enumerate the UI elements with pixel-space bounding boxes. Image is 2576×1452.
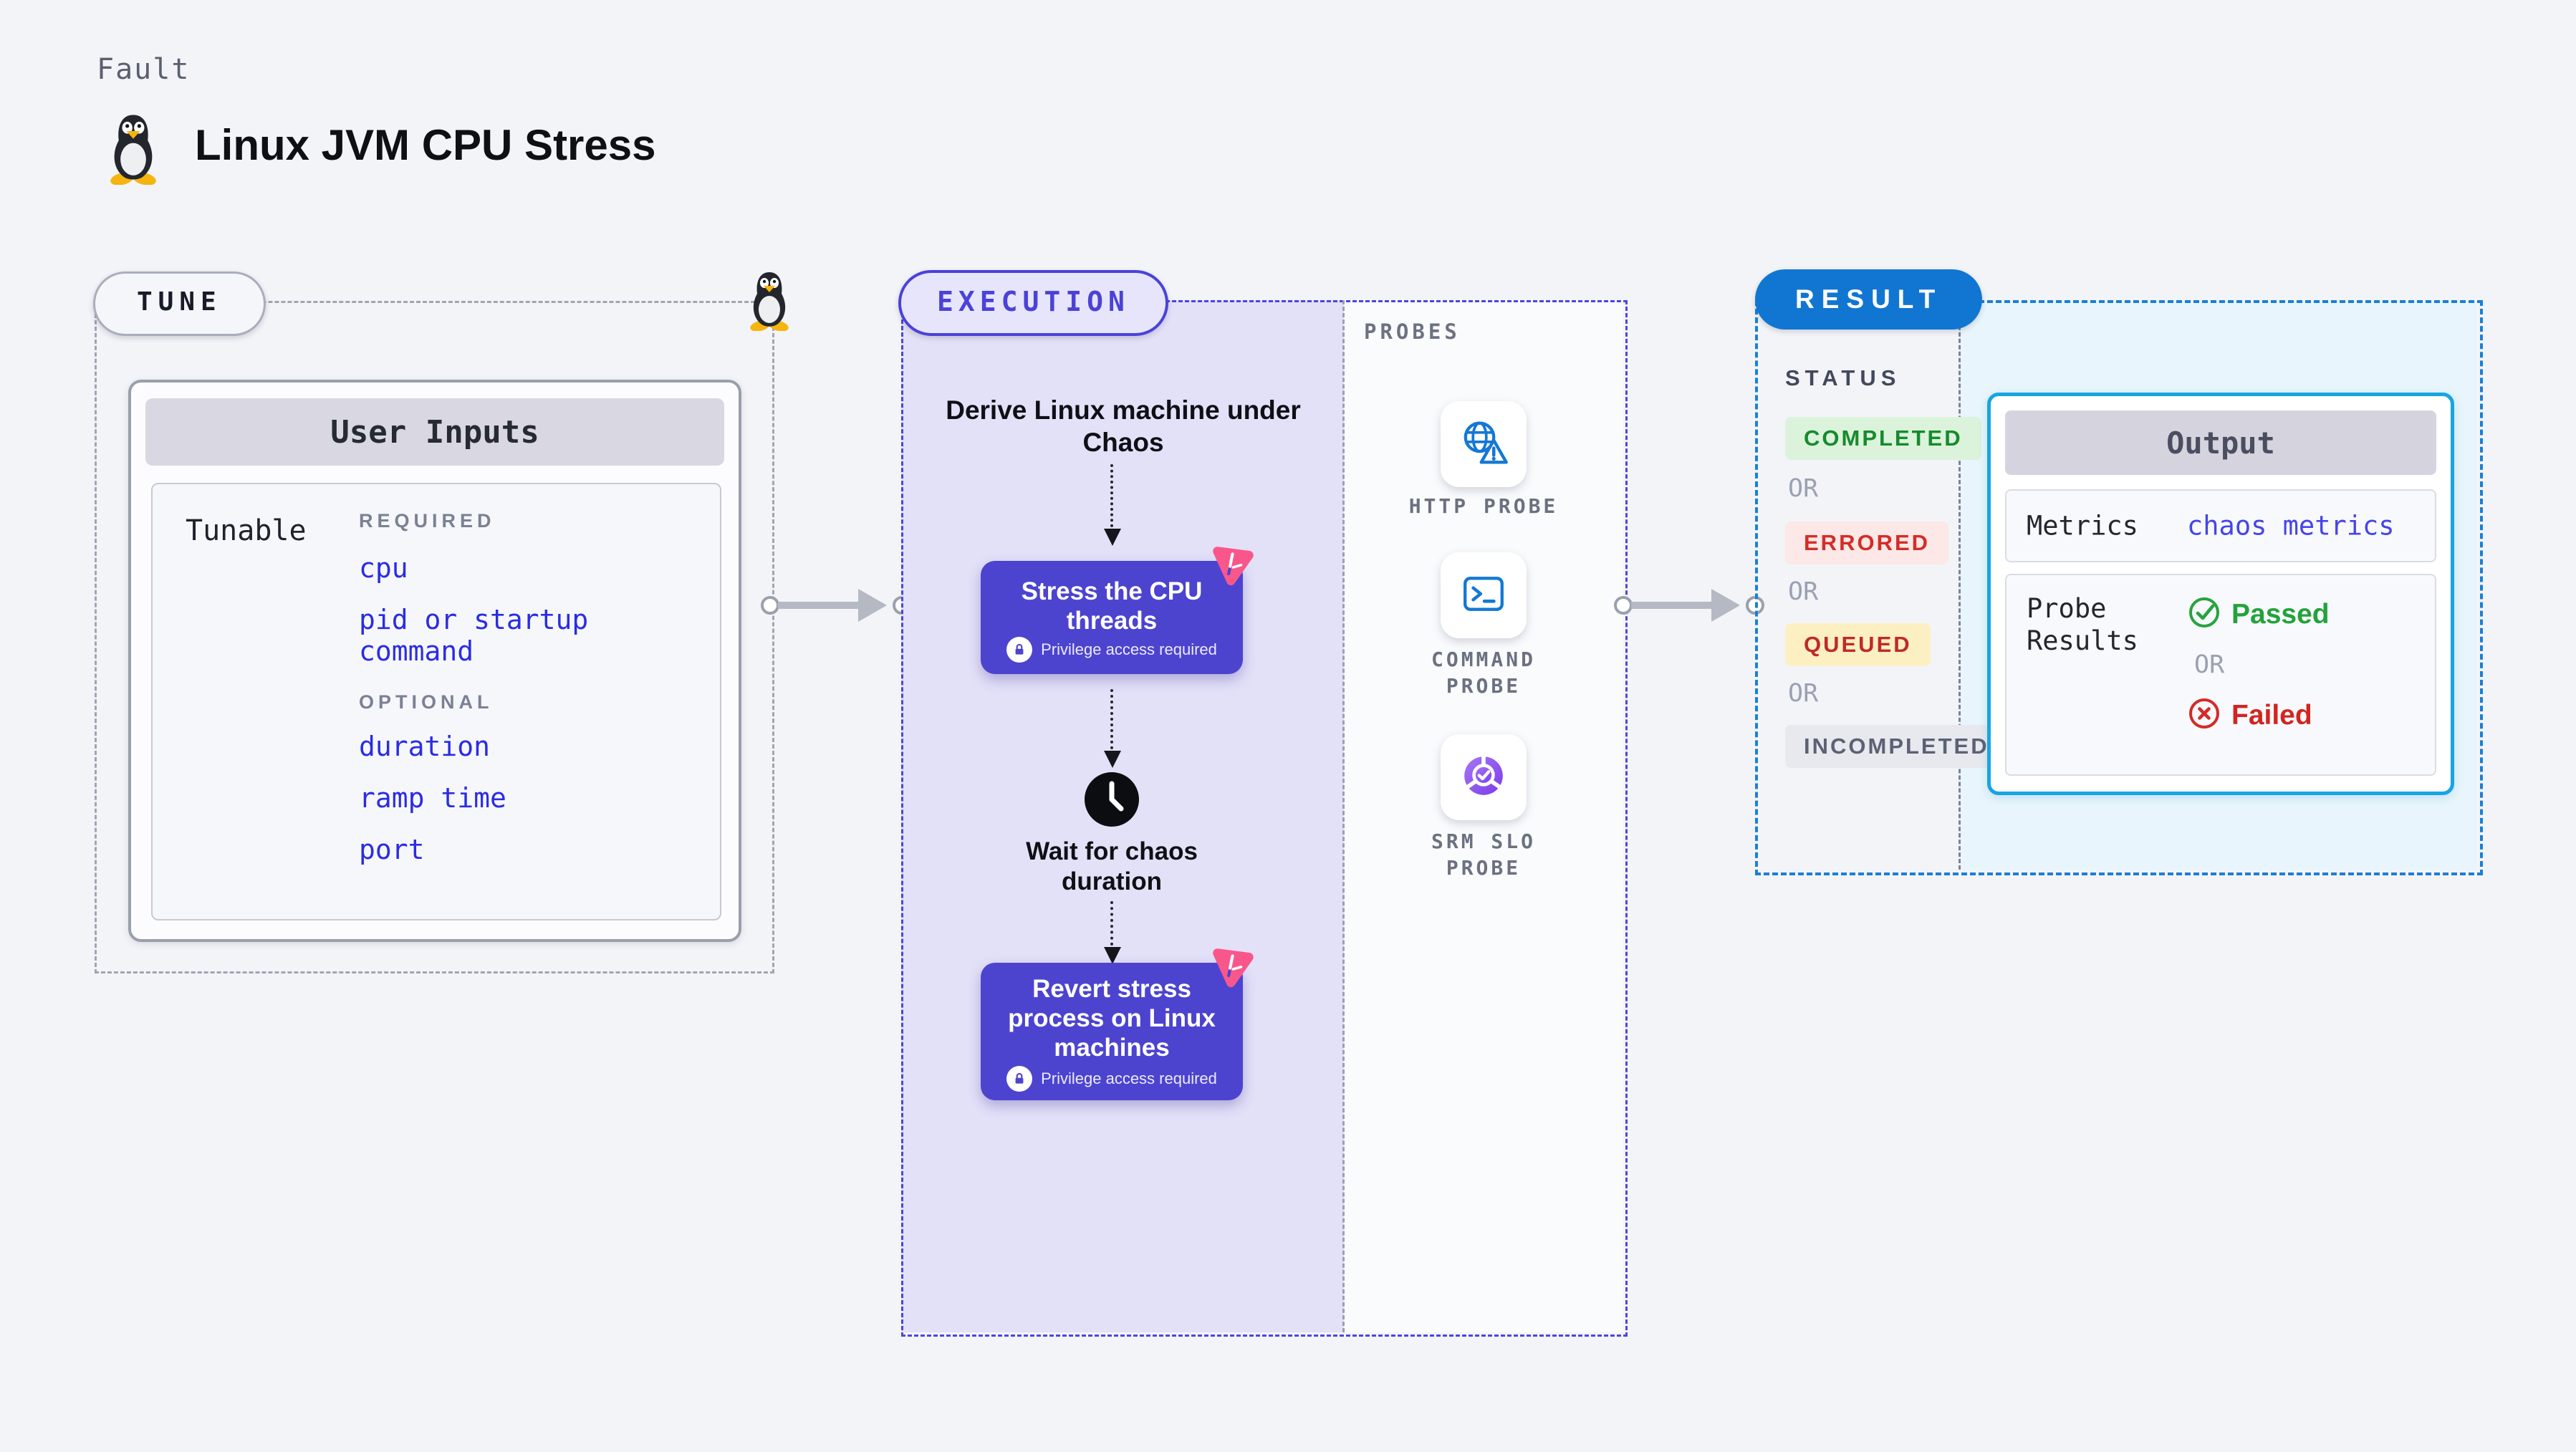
tunable-ramp-time-link[interactable]: ramp time [359,782,506,814]
or-separator: OR [1788,679,1819,708]
wait-duration-step: Wait for chaos duration [1026,837,1198,895]
metrics-label: Metrics [2027,510,2138,542]
derive-machine-step: Derive Linux machine under Chaos [946,395,1301,457]
user-inputs-card: User Inputs Tunable REQUIRED cpu pid or … [128,380,741,942]
tunable-pid-link[interactable]: pid or startup command [359,604,589,667]
probe-results-row: Probe Results Passed OR [2005,574,2436,776]
output-card-title: Output [2005,410,2436,475]
connector-dot [761,596,779,615]
probes-panel-label: PROBES [1364,319,1461,344]
connector-dot [1614,596,1633,615]
x-circle-icon [2187,696,2221,734]
result-section-box [1755,300,2483,875]
status-badge-completed: COMPLETED [1785,417,1981,460]
linux-tux-icon [105,113,162,186]
command-probe-card[interactable] [1441,552,1527,638]
tune-to-execution-arrow [761,587,911,624]
passed-result: Passed [2187,595,2330,633]
tunable-duration-link[interactable]: duration [359,731,491,762]
status-output-divider [1959,300,1961,870]
flow-arrow-head [1104,529,1121,546]
linux-tux-corner-icon [746,271,792,332]
terminal-icon [1460,570,1507,621]
flow-arrow-head [1104,751,1121,768]
privilege-note-text: Privilege access required [1041,1069,1217,1087]
flow-arrow-head [1104,947,1121,964]
tunable-fields-column: REQUIRED cpu pid or startup command OPTI… [359,496,706,865]
http-probe-label: HTTP PROBE [1408,494,1559,518]
revert-stress-step-title: Revert stress process on Linux machines [1008,975,1216,1062]
status-column-label: STATUS [1785,365,1901,390]
arrow-line [1631,602,1717,609]
arrow-line [778,602,864,609]
srm-slo-probe-card[interactable] [1441,734,1527,820]
required-label: REQUIRED [359,510,496,532]
tune-section-box [95,301,774,973]
probe-results-values: Passed OR Failed [2187,595,2330,734]
tune-section-pill: TUNE [93,271,266,336]
privilege-note-row: Privilege access required [981,637,1243,663]
chaos-experiment-badge-icon [1206,942,1258,991]
optional-label: OPTIONAL [359,691,494,713]
chaos-metrics-link[interactable]: chaos metrics [2187,510,2395,542]
privilege-note-text: Privilege access required [1041,640,1217,658]
command-probe-label: COMMAND PROBE [1431,648,1536,698]
flow-dotted-connector [1110,901,1113,946]
status-badge-errored: ERRORED [1785,521,1949,564]
slo-gauge-icon [1460,752,1507,803]
http-probe-card[interactable] [1441,401,1527,487]
probe-results-label: Probe Results [2027,593,2138,656]
execution-section-box [901,300,1628,1337]
srm-slo-probe-label: SRM SLO PROBE [1431,830,1536,880]
tunable-cpu-link[interactable]: cpu [359,552,408,584]
arrow-head [1711,589,1740,622]
or-separator: OR [1788,474,1819,503]
or-separator: OR [2194,650,2225,679]
metrics-row: Metrics chaos metrics [2005,489,2436,562]
wait-clock-icon [1085,772,1139,827]
privilege-note-row: Privilege access required [981,1066,1243,1092]
lock-icon [1006,1066,1033,1092]
stress-cpu-step-card[interactable]: Stress the CPU threads Privilege access … [981,547,1254,674]
arrow-head [858,589,887,622]
chaos-experiment-badge-icon [1206,540,1258,590]
execution-section-pill: EXECUTION [898,270,1168,336]
tunable-port-link[interactable]: port [359,834,425,865]
output-card: Output Metrics chaos metrics Probe Resul… [1987,393,2454,795]
stress-cpu-step-title: Stress the CPU threads [1021,577,1203,635]
failed-result: Failed [2187,696,2330,734]
status-badge-queued: QUEUED [1785,623,1931,666]
flow-dotted-connector [1110,689,1113,749]
passed-label: Passed [2231,598,2330,630]
check-circle-icon [2187,595,2221,633]
user-inputs-table: Tunable REQUIRED cpu pid or startup comm… [151,483,721,920]
user-inputs-title: User Inputs [145,398,724,466]
execution-probes-divider [1342,300,1345,1332]
lock-icon [1006,637,1033,663]
or-separator: OR [1788,577,1819,606]
flow-dotted-connector [1110,464,1113,527]
tunable-row-label: Tunable [186,514,307,547]
revert-stress-step-card[interactable]: Revert stress process on Linux machines … [981,948,1254,1100]
fault-kind-label: Fault [97,53,191,86]
status-badge-incompleted: INCOMPLETED [1785,725,2008,768]
globe-alert-icon [1458,418,1509,471]
result-section-pill: RESULT [1755,269,1983,330]
execution-to-result-arrow [1614,587,1764,624]
page-title: Linux JVM CPU Stress [195,121,656,169]
failed-label: Failed [2231,699,2312,731]
